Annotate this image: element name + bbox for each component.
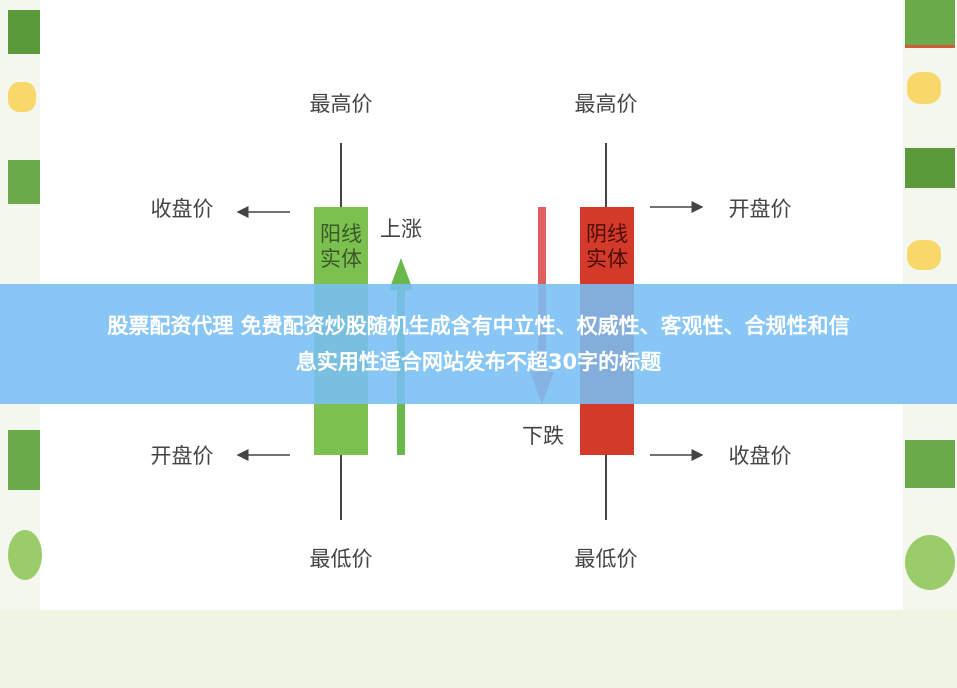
banner-line-2: 息实用性适合网站发布不超30字的标题 — [295, 350, 662, 374]
fall-label: 下跌 — [522, 424, 564, 448]
gift-icon — [905, 440, 955, 488]
frog-icon — [905, 535, 955, 590]
left-close-label: 收盘价 — [150, 197, 214, 221]
star-icon — [907, 240, 941, 270]
gift-icon — [8, 10, 40, 54]
star-icon — [907, 72, 941, 104]
title-banner: 股票配资代理 免费配资炒股随机生成含有中立性、权威性、客观性、合规性和信 息实用… — [0, 284, 957, 404]
up-arrow-icon — [389, 258, 413, 290]
left-low-label: 最低价 — [309, 547, 373, 571]
grass-border — [0, 610, 957, 688]
left-body-label: 阳线实体 — [320, 222, 362, 271]
right-close-label: 收盘价 — [728, 444, 792, 468]
right-open-label: 开盘价 — [728, 197, 792, 221]
right-low-label: 最低价 — [574, 547, 638, 571]
gift-icon — [905, 148, 955, 188]
star-icon — [8, 82, 36, 112]
gift-icon — [8, 160, 40, 204]
gift-icon — [905, 0, 955, 48]
gift-icon — [8, 430, 40, 490]
right-body-label: 阴线实体 — [586, 222, 628, 271]
banner-line-1: 股票配资代理 免费配资炒股随机生成含有中立性、权威性、客观性、合规性和信 — [107, 314, 850, 338]
frog-icon — [8, 530, 42, 580]
right-high-label: 最高价 — [574, 92, 638, 116]
left-open-label: 开盘价 — [150, 444, 214, 468]
rise-label: 上涨 — [380, 217, 422, 241]
left-high-label: 最高价 — [309, 92, 373, 116]
